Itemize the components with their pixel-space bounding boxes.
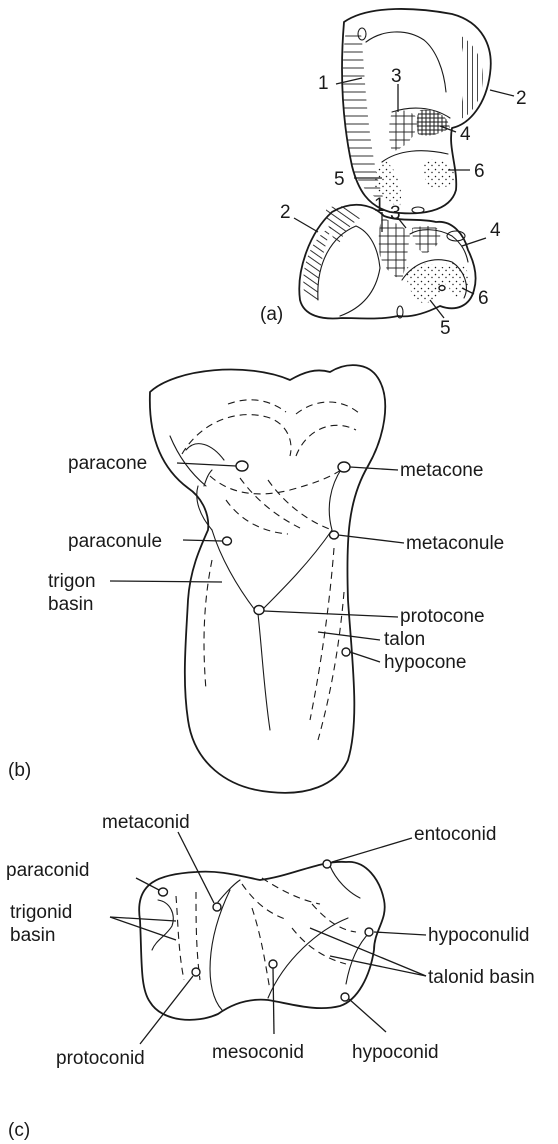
hypoconulid-cusp xyxy=(365,928,373,936)
label-metaconid: metaconid xyxy=(102,812,190,833)
label-protoconid: protoconid xyxy=(56,1048,145,1069)
lower-number-6: 6 xyxy=(478,288,489,309)
lower-number-5: 5 xyxy=(440,318,451,339)
panel-c-caption: (c) xyxy=(8,1120,30,1141)
label-mesoconid: mesoconid xyxy=(212,1042,304,1063)
label-hypoconulid: hypoconulid xyxy=(428,925,529,946)
label-entoconid: entoconid xyxy=(414,824,496,845)
panel-a-caption: (a) xyxy=(260,304,283,325)
label-paraconid: paraconid xyxy=(6,860,89,881)
label-hypocone: hypocone xyxy=(384,652,466,673)
label-talonid-basin: talonid basin xyxy=(428,967,535,988)
label-trigon-basin: basin xyxy=(48,594,93,615)
mesoconid-cusp xyxy=(269,960,277,968)
hypocone-cusp xyxy=(342,648,350,656)
label-paraconule: paraconule xyxy=(68,531,162,552)
label-paracone: paracone xyxy=(68,453,147,474)
hypoconid-cusp xyxy=(341,993,349,1001)
paraconule-cusp xyxy=(223,537,232,545)
panel-b-upper-molar xyxy=(150,365,385,793)
upper-number-4: 4 xyxy=(460,124,471,145)
upper-number-5: 5 xyxy=(334,169,345,190)
lower-number-1: 1 xyxy=(374,195,385,216)
panel-b-leaders xyxy=(110,463,404,662)
label-protocone: protocone xyxy=(400,606,485,627)
lower-number-2: 2 xyxy=(280,202,291,223)
upper-number-6: 6 xyxy=(474,161,485,182)
label-hypoconid: hypoconid xyxy=(352,1042,439,1063)
upper-number-3: 3 xyxy=(391,66,402,87)
panel-a-upper-tooth xyxy=(342,9,491,213)
protoconid-cusp xyxy=(192,968,200,976)
metaconid-cusp xyxy=(213,903,221,911)
metaconule-cusp xyxy=(330,531,339,539)
lower-number-4: 4 xyxy=(490,220,501,241)
metacone-cusp xyxy=(338,462,350,472)
upper-number-2: 2 xyxy=(516,88,527,109)
panel-a-lower-tooth xyxy=(299,205,475,319)
label-metaconule: metaconule xyxy=(406,533,504,554)
panel-b-caption: (b) xyxy=(8,760,31,781)
panel-c-leaders xyxy=(110,832,426,1044)
paraconid-cusp xyxy=(159,888,168,896)
lower-number-3: 3 xyxy=(390,203,401,224)
paracone-cusp xyxy=(236,461,248,471)
label-metacone: metacone xyxy=(400,460,483,481)
upper-number-1: 1 xyxy=(318,73,329,94)
label-talon: talon xyxy=(384,629,425,650)
entoconid-cusp xyxy=(323,860,331,868)
protocone-cusp xyxy=(254,606,264,615)
label-trigonid-basin: basin xyxy=(10,925,55,946)
label-trigon: trigon xyxy=(48,571,96,592)
panel-b-labels: paracone metacone paraconule metaconule … xyxy=(48,453,504,673)
panel-c-labels: metaconid entoconid paraconid trigonid b… xyxy=(6,812,535,1069)
label-trigonid: trigonid xyxy=(10,902,72,923)
